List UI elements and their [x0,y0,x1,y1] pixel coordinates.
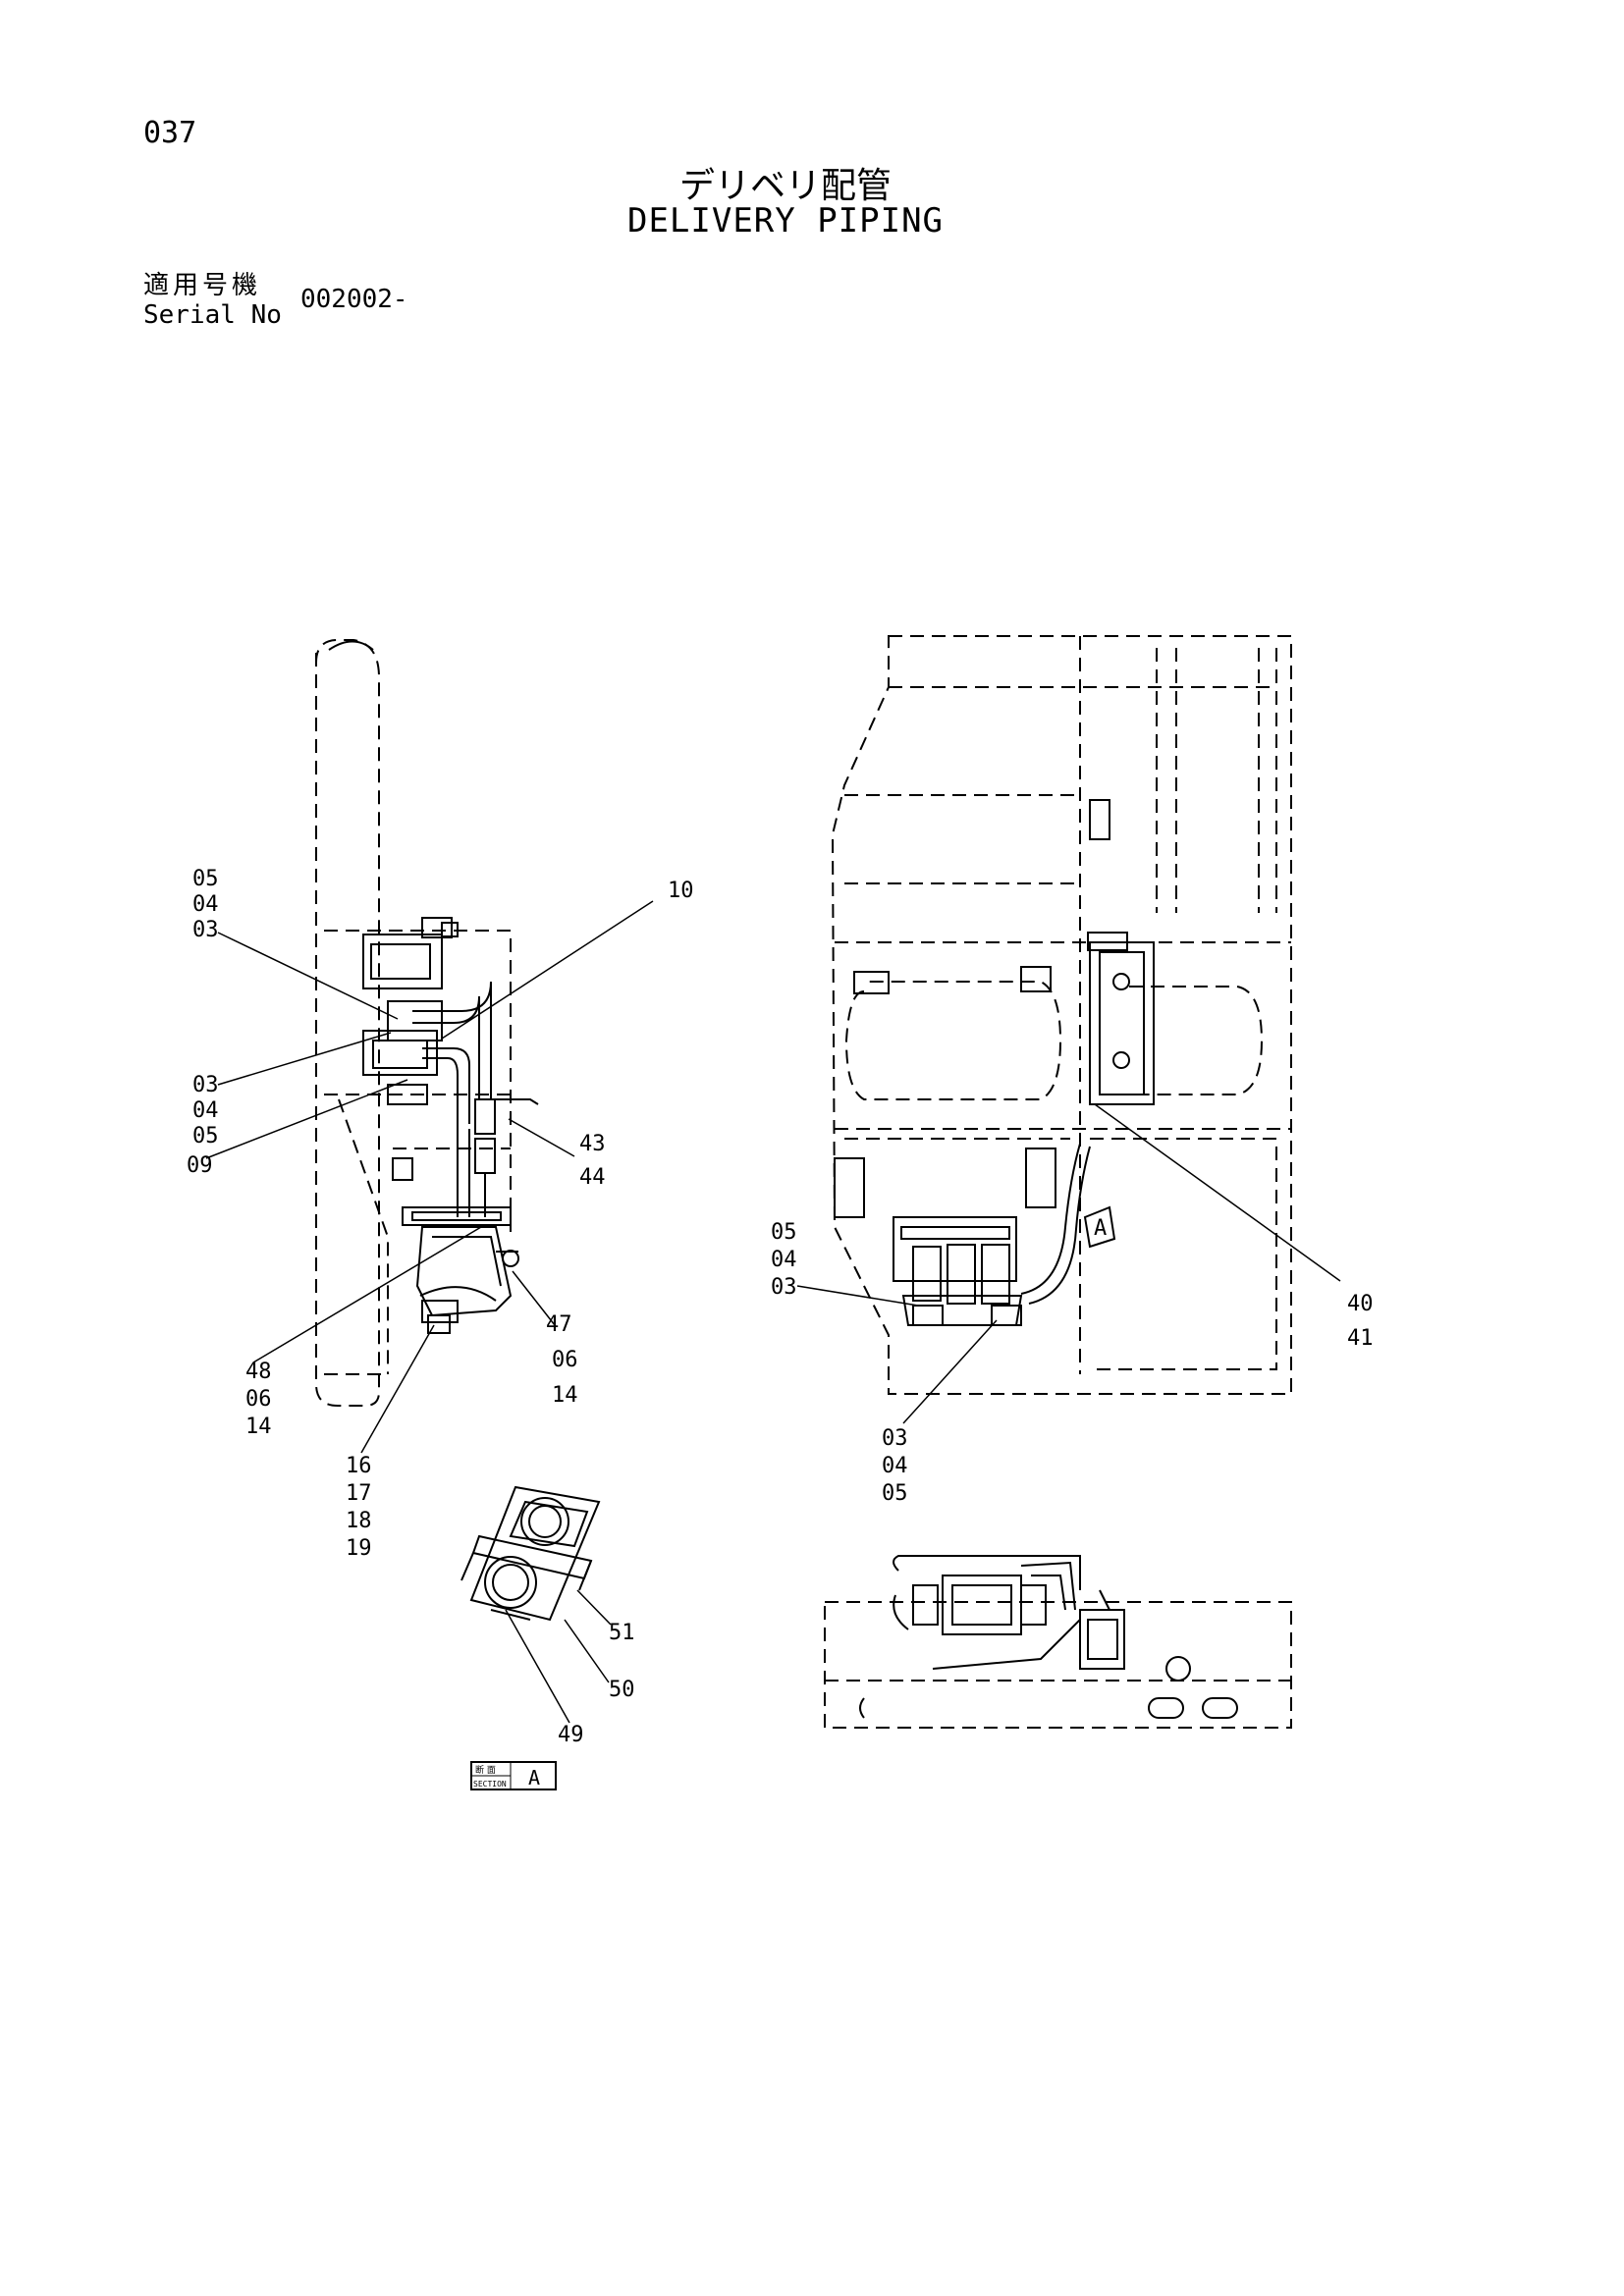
callout-16: 16 [346,1454,372,1478]
callout-18: 18 [346,1509,372,1533]
callout-51: 51 [609,1621,635,1645]
section-label-japanese: 断 面 [475,1764,496,1776]
callout-41: 41 [1347,1326,1374,1351]
section-label-box [470,1761,557,1790]
section-a-view [460,1485,601,1622]
right-top-view [831,635,1292,1395]
callout-03: 03 [882,1426,908,1451]
callout-40: 40 [1347,1292,1374,1316]
callout-05: 05 [771,1220,797,1245]
bottom-side-view [824,1555,1292,1729]
callout-03: 03 [192,1073,219,1097]
callout-04: 04 [771,1248,797,1272]
callout-03: 03 [192,918,219,942]
page-title: DELIVERY PIPING [626,201,945,240]
callout-17: 17 [346,1481,372,1506]
left-side-view [315,639,539,1407]
callout-14: 14 [552,1383,578,1408]
left-leader-lines [205,900,654,1454]
callout-05: 05 [192,1124,219,1148]
callout-04: 04 [192,892,219,917]
serial-label-japanese: 適用号機 [143,271,262,300]
callout-06: 06 [552,1348,578,1372]
callout-09: 09 [187,1153,213,1178]
callout-48: 48 [245,1360,272,1384]
callout-44: 44 [579,1165,606,1190]
callout-05: 05 [882,1481,908,1506]
callout-05: 05 [192,867,219,891]
section-leader-lines [505,1589,612,1724]
callout-47: 47 [546,1312,572,1337]
section-letter: A [528,1766,540,1789]
callout-43: 43 [579,1132,606,1156]
callout-10: 10 [668,879,694,903]
callout-49: 49 [558,1723,584,1747]
callout-19: 19 [346,1536,372,1561]
serial-number-value: 002002- [300,285,408,314]
page-number: 037 [143,116,197,150]
callout-labels: 05 04 03 10 03 04 05 09 43 44 47 06 14 4… [187,867,1374,1789]
section-label: SECTION [473,1780,507,1789]
callout-04: 04 [192,1098,219,1123]
callout-06: 06 [245,1387,272,1412]
callout-50: 50 [609,1678,635,1702]
serial-label: Serial No [143,300,282,330]
right-leader-lines [796,1103,1341,1424]
callout-04: 04 [882,1454,908,1478]
page-title-japanese: デリベリ配管 [678,166,892,206]
callout-03: 03 [771,1275,797,1300]
view-marker-a: A [1094,1216,1107,1241]
callout-14: 14 [245,1415,272,1439]
